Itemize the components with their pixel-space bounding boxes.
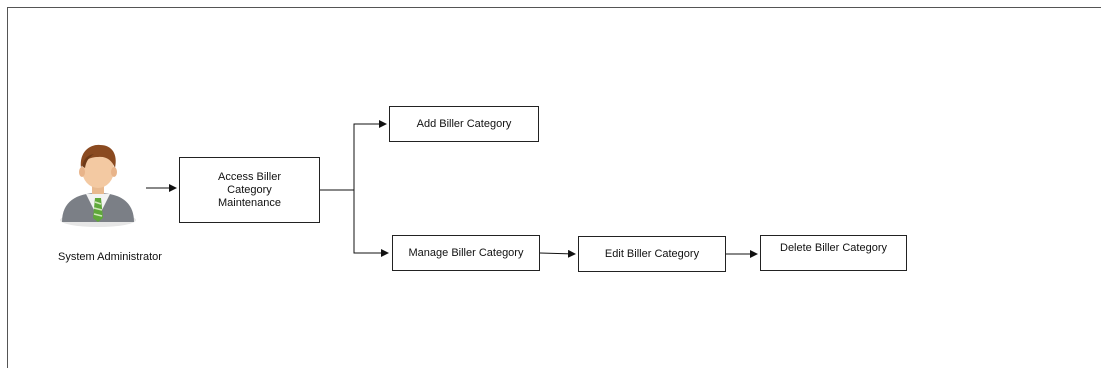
manage-box-label: Manage Biller Category <box>408 246 524 259</box>
manage-biller-category-box: Manage Biller Category <box>392 235 540 271</box>
actor-label: System Administrator <box>58 251 162 263</box>
administrator-user-icon <box>60 144 136 227</box>
arrow-manage-to-edit <box>539 249 576 258</box>
delete-box-label: Delete Biller Category <box>780 242 887 254</box>
add-box-label: Add Biller Category <box>416 117 512 130</box>
access-box-label: Access Biller Category Maintenance <box>218 170 281 209</box>
access-biller-category-maintenance-box: Access Biller Category Maintenance <box>179 157 320 223</box>
arrow-access-to-add <box>353 120 387 190</box>
arrow-access-to-manage <box>353 190 389 257</box>
delete-biller-category-box: Delete Biller Category <box>760 235 907 271</box>
edit-biller-category-box: Edit Biller Category <box>578 236 726 272</box>
edit-box-label: Edit Biller Category <box>604 247 700 260</box>
add-biller-category-box: Add Biller Category <box>389 106 539 142</box>
diagram-frame <box>7 7 1101 368</box>
